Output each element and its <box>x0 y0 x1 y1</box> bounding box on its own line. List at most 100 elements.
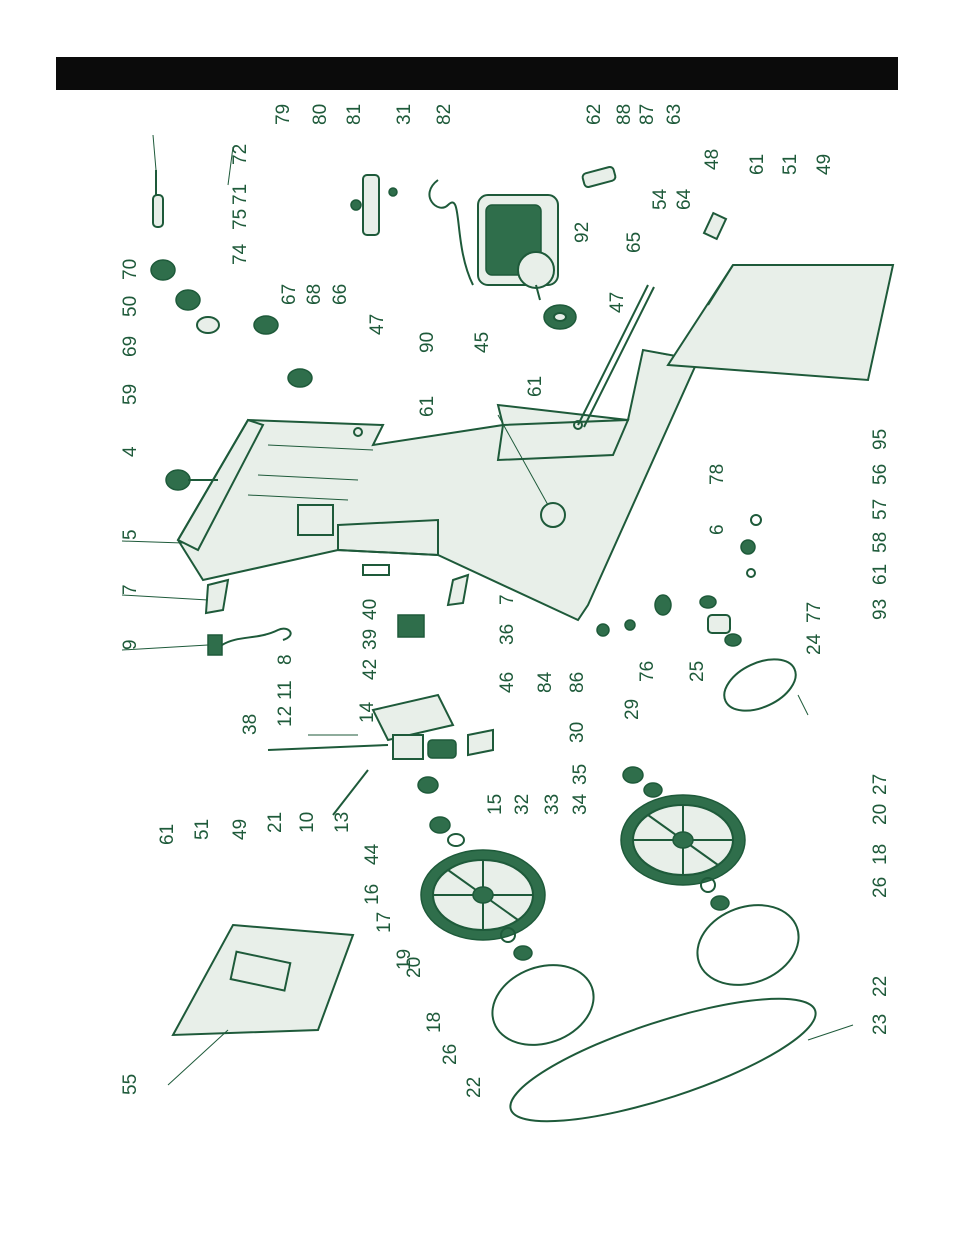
bolt-assembly-56-58 <box>741 515 761 577</box>
main-frame-body <box>178 350 698 620</box>
motor-pulley-92 <box>544 305 576 329</box>
label-11: 11 <box>275 680 296 700</box>
label-58: 58 <box>870 532 891 553</box>
label-77: 77 <box>804 602 825 623</box>
label-51b: 51 <box>192 819 213 840</box>
label-47b: 47 <box>607 292 628 313</box>
label-62: 62 <box>584 104 605 125</box>
motor-cable-31 <box>429 180 473 285</box>
label-7a: 7 <box>120 584 141 595</box>
label-33: 33 <box>542 794 563 815</box>
label-7b: 7 <box>497 594 518 605</box>
label-35: 35 <box>570 764 591 785</box>
header-bar <box>56 57 898 90</box>
label-82: 82 <box>434 104 455 125</box>
label-71: 71 <box>230 184 251 205</box>
label-22b: 22 <box>464 1077 485 1098</box>
label-84: 84 <box>535 671 556 693</box>
label-95: 95 <box>870 429 891 450</box>
washer-84 <box>597 624 609 636</box>
label-86: 86 <box>567 672 588 693</box>
label-81: 81 <box>344 104 365 125</box>
label-13: 13 <box>332 812 353 833</box>
plate-87 <box>582 166 617 188</box>
label-63: 63 <box>664 104 685 125</box>
label-78: 78 <box>707 464 728 485</box>
label-14: 14 <box>357 701 378 723</box>
label-69: 69 <box>120 336 141 357</box>
foot-7-left <box>206 580 228 613</box>
label-31: 31 <box>394 104 415 125</box>
label-74: 74 <box>230 243 251 265</box>
label-55: 55 <box>120 1074 141 1095</box>
label-29: 29 <box>622 699 643 720</box>
label-70: 70 <box>120 259 141 280</box>
label-26a: 26 <box>870 877 891 898</box>
lower-wheel-27 <box>621 767 745 885</box>
knob-67 <box>254 316 278 334</box>
cover-95 <box>668 265 893 380</box>
blade-guide-46 <box>268 695 493 759</box>
label-80: 80 <box>310 104 331 125</box>
label-10: 10 <box>297 812 318 833</box>
label-30: 30 <box>567 722 588 743</box>
label-54: 54 <box>650 188 671 210</box>
label-16: 16 <box>362 884 383 905</box>
label-68: 68 <box>304 284 325 305</box>
bolt-86 <box>625 620 635 630</box>
label-44: 44 <box>362 843 383 865</box>
label-88: 88 <box>614 104 635 125</box>
power-cord-9 <box>208 629 291 655</box>
label-61a: 61 <box>417 396 438 417</box>
label-90: 90 <box>417 332 438 353</box>
label-38: 38 <box>240 714 261 735</box>
shaft-81 <box>351 175 397 235</box>
label-6: 6 <box>707 524 728 535</box>
label-12: 12 <box>275 706 296 727</box>
motor-82 <box>478 195 558 300</box>
label-67: 67 <box>279 284 300 305</box>
idler-assembly-76 <box>655 595 741 646</box>
label-27: 27 <box>870 774 891 795</box>
label-49b: 49 <box>230 819 251 840</box>
label-61b: 61 <box>525 376 546 397</box>
rod-13 <box>333 770 368 815</box>
label-25: 25 <box>687 661 708 682</box>
label-23: 23 <box>870 1014 891 1035</box>
label-93: 93 <box>870 599 891 620</box>
bearing-18-upper <box>514 946 532 960</box>
label-39: 39 <box>360 629 381 650</box>
label-72: 72 <box>230 144 251 165</box>
part-16 <box>418 777 438 793</box>
label-20a: 20 <box>870 804 891 825</box>
label-56: 56 <box>870 464 891 485</box>
label-61c: 61 <box>747 154 768 175</box>
cover-55 <box>173 925 353 1035</box>
label-4: 4 <box>120 446 141 457</box>
label-42: 42 <box>360 659 381 680</box>
label-36: 36 <box>497 624 518 645</box>
tire-26-upper <box>481 952 605 1059</box>
label-64: 64 <box>674 188 695 210</box>
label-20b: 20 <box>404 957 425 978</box>
label-8: 8 <box>275 654 296 665</box>
label-9: 9 <box>120 639 141 650</box>
label-65: 65 <box>624 232 645 253</box>
label-22a: 22 <box>870 976 891 997</box>
label-21: 21 <box>265 812 286 833</box>
label-59: 59 <box>120 384 141 405</box>
label-50: 50 <box>120 296 141 317</box>
upper-wheel-19 <box>421 817 545 940</box>
label-87: 87 <box>637 104 658 125</box>
label-40: 40 <box>360 599 381 620</box>
label-66: 66 <box>330 284 351 305</box>
foot-7-right <box>448 575 468 605</box>
label-26b: 26 <box>440 1044 461 1065</box>
label-92: 92 <box>572 222 593 243</box>
label-61e: 61 <box>157 824 178 845</box>
label-49a: 49 <box>814 154 835 175</box>
label-79: 79 <box>273 104 294 125</box>
bearing-18-lower <box>711 896 729 910</box>
label-48: 48 <box>702 149 723 170</box>
label-24: 24 <box>804 633 825 655</box>
